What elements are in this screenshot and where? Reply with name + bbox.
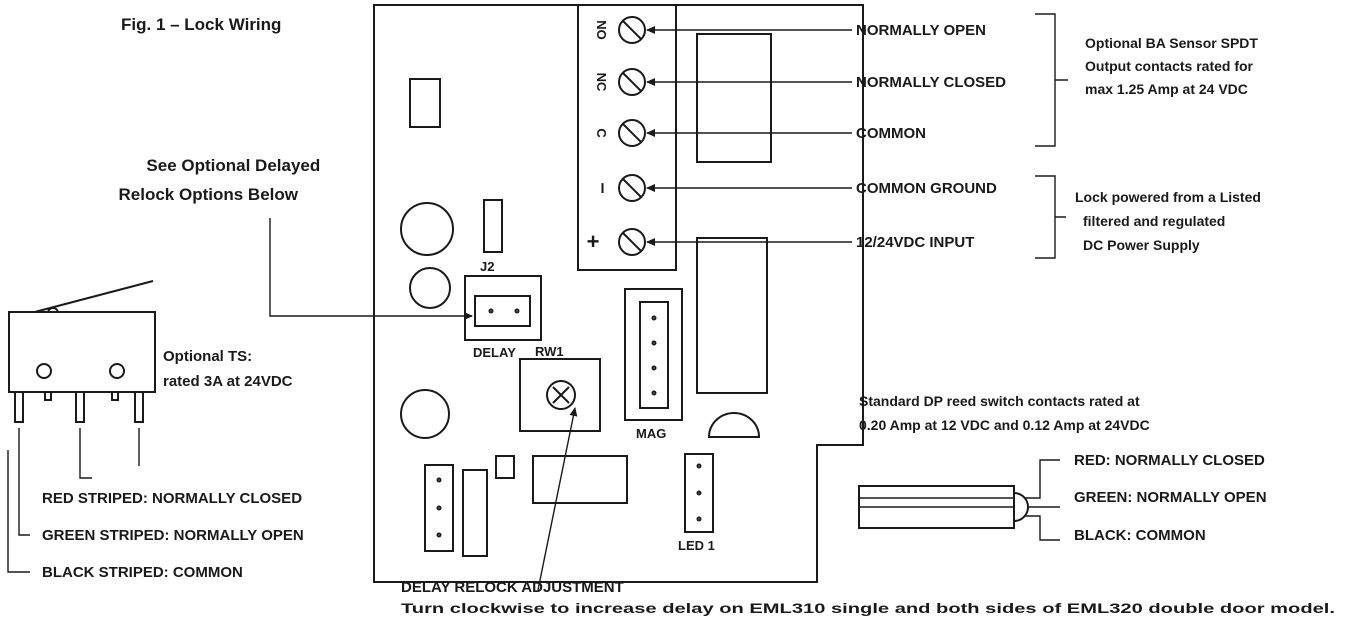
label-normally-closed: NORMALLY CLOSED: [856, 74, 1006, 91]
terminal-screw-c: [618, 119, 646, 147]
board-outline: [373, 4, 864, 583]
delay-adjustment-title: DELAY RELOCK ADJUSTMENT: [401, 579, 624, 596]
ts-note: Optional TS: rated 3A at 24VDC: [163, 348, 293, 390]
power-note: Lock powered from a Listed filtered and …: [1075, 189, 1265, 253]
ts-wire-leaders: [7, 428, 140, 573]
terminal-screw-no: [618, 16, 646, 44]
terminal-screw-plus: [618, 228, 646, 256]
label-common: COMMON: [856, 125, 926, 142]
terminal-label-nc: NC: [594, 73, 609, 92]
ba-sensor-note-line2: Output contacts rated for: [1085, 58, 1254, 74]
reed-note: Standard DP reed switch contacts rated a…: [859, 393, 1150, 433]
reed-wire-red: RED: NORMALLY CLOSED: [1074, 452, 1265, 469]
terminal-block: [577, 4, 677, 271]
bottom-tall-rect: [462, 469, 488, 557]
component-small-rect: [409, 78, 441, 128]
led1-label: LED 1: [678, 538, 715, 553]
capacitor-large: [400, 202, 454, 256]
delayed-relock-note-line1: See Optional Delayed: [146, 156, 320, 175]
relay-bottom: [696, 237, 768, 394]
ts-note-line1: Optional TS:: [163, 348, 252, 365]
terminal-label-plus: +: [587, 229, 600, 254]
terminal-label-no: NO: [594, 20, 609, 40]
terminal-leaders: [646, 26, 852, 246]
label-common-ground: COMMON GROUND: [856, 180, 997, 197]
capacitor-small: [409, 267, 451, 309]
ts-note-line2: rated 3A at 24VDC: [163, 373, 293, 390]
ts-wire-red: RED STRIPED: NORMALLY CLOSED: [42, 490, 302, 507]
reed-wire-black: BLACK: COMMON: [1074, 527, 1206, 544]
figure-title: Fig. 1 – Lock Wiring: [121, 15, 281, 34]
delay-label: DELAY: [473, 345, 516, 360]
reed-switch: [858, 459, 1060, 541]
delayed-relock-note-line2: Relock Options Below: [119, 185, 299, 204]
terminal-screw-nc: [618, 68, 646, 96]
power-note-line1: Lock powered from a Listed: [1075, 189, 1261, 205]
delay-adjustment-leader: [537, 407, 578, 591]
delayed-relock-note: See Optional Delayed Relock Options Belo…: [119, 156, 325, 204]
ba-sensor-note-line3: max 1.25 Amp at 24 VDC: [1085, 81, 1248, 97]
mag-label: MAG: [636, 426, 666, 441]
label-input: 12/24VDC INPUT: [856, 234, 974, 251]
power-note-line2: filtered and regulated: [1083, 213, 1225, 229]
rw1-potentiometer: [519, 358, 601, 432]
j2-label: J2: [480, 259, 494, 274]
ba-sensor-note: Optional BA Sensor SPDT Output contacts …: [1085, 35, 1262, 97]
delay-adjustment-text: Turn clockwise to increase delay on EML3…: [401, 600, 1335, 616]
bracket-power: [1035, 175, 1066, 259]
dome-component: [707, 412, 761, 438]
terminal-screw-minus: [618, 174, 646, 202]
j2-socket: [474, 295, 531, 327]
rw1-label: RW1: [535, 344, 564, 359]
delayed-relock-leader: [269, 218, 473, 320]
label-normally-open: NORMALLY OPEN: [856, 22, 986, 39]
j2-header: [464, 275, 542, 341]
bracket-ba-sensor: [1035, 13, 1068, 147]
reed-note-line2: 0.20 Amp at 12 VDC and 0.12 Amp at 24VDC: [859, 417, 1150, 433]
bottom-small-square: [495, 455, 515, 479]
led-connector: [684, 453, 714, 533]
ba-sensor-note-line1: Optional BA Sensor SPDT: [1085, 35, 1258, 51]
terminal-label-c: C: [594, 128, 609, 138]
reed-wire-green: GREEN: NORMALLY OPEN: [1074, 489, 1267, 506]
capacitor-lower: [400, 389, 450, 439]
bottom-connector: [424, 464, 454, 552]
power-note-line3: DC Power Supply: [1083, 237, 1200, 253]
terminal-label-minus: –: [592, 182, 614, 193]
potentiometer-knob: [546, 380, 576, 410]
ts-wire-black: BLACK STRIPED: COMMON: [42, 564, 243, 581]
circuit-board: NO NC C – + J2 DELAY RW1 MAG: [373, 4, 864, 583]
mag-connector: [624, 288, 683, 421]
relay-top: [696, 33, 772, 163]
ts-wire-green: GREEN STRIPED: NORMALLY OPEN: [42, 527, 304, 544]
micro-switch: [8, 280, 156, 423]
component-tall-rect: [483, 199, 503, 253]
reed-note-line1: Standard DP reed switch contacts rated a…: [859, 393, 1140, 409]
bottom-wide-rect: [532, 455, 628, 504]
